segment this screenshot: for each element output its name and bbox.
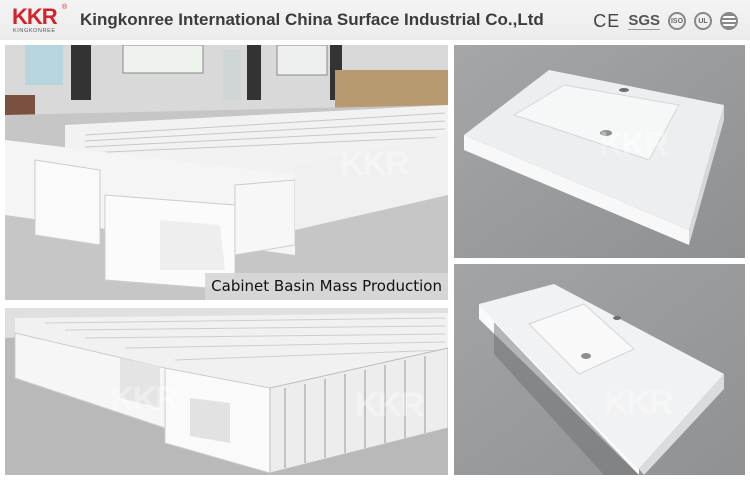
kkr-watermark: KKR (110, 380, 180, 418)
sgs-mark-icon: SGS (628, 12, 660, 30)
cabinet-basin-factory-photo: KKR Cabinet Basin Mass Production (5, 45, 448, 300)
kkr-watermark: KKR (599, 125, 669, 163)
kkr-watermark: KKR (604, 384, 674, 422)
vanity-top-with-sink-photo: KKR (454, 264, 745, 475)
vanity-top-rows-photo: KKR KKR (5, 308, 448, 475)
rectangular-basin-top-photo: KKR (454, 45, 745, 258)
ce-mark-icon: CE (593, 10, 621, 31)
kkr-logo: KKR ® KINGKONREE (12, 4, 68, 36)
logo-subtitle: KINGKONREE (13, 28, 56, 34)
globe-mark-icon (720, 12, 738, 30)
ul-mark-icon: UL (694, 12, 712, 30)
photo-caption: Cabinet Basin Mass Production (205, 273, 448, 300)
kkr-watermark: KKR (355, 386, 425, 424)
registered-mark: ® (62, 4, 68, 11)
logo-mark: KKR (12, 4, 58, 29)
vanity-sink-illustration (454, 264, 745, 475)
header-banner: KKR ® KINGKONREE Kingkonree Internationa… (0, 0, 750, 40)
company-name: Kingkonree International China Surface I… (80, 10, 544, 29)
factory-scene-illustration (5, 45, 448, 300)
iso-mark-icon: ISO (668, 12, 686, 30)
certification-logos: CE SGS ISO UL (593, 10, 738, 32)
vanity-rows-illustration (5, 308, 448, 475)
kkr-watermark: KKR (340, 145, 410, 183)
basin-top-illustration (454, 45, 745, 258)
